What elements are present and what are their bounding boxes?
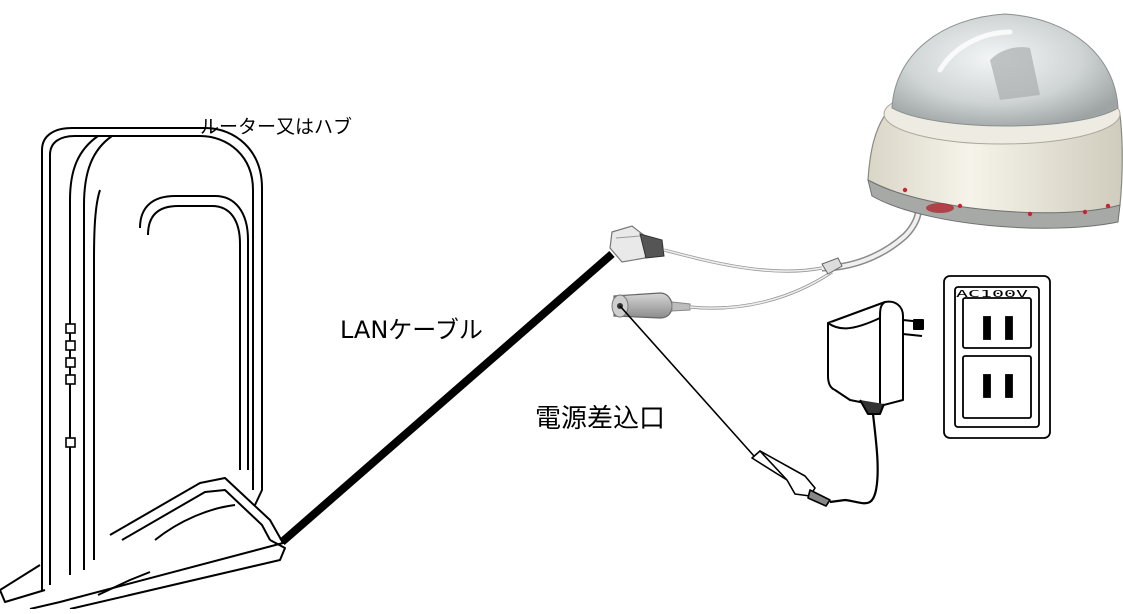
- lan-cable: [279, 250, 615, 546]
- dc-plug-illustration: [751, 450, 831, 507]
- power-inlet-pointer: [619, 305, 755, 457]
- rj45-connector: [609, 225, 665, 263]
- dome-camera-illustration: [867, 13, 1123, 229]
- camera-cables: [663, 205, 922, 310]
- wall-outlet-illustration: [943, 275, 1051, 439]
- router-status-leds: [65, 323, 76, 448]
- power-inlet-label: 電源差込口: [535, 404, 666, 434]
- lan-cable-label: LANケーブル: [340, 316, 483, 344]
- ac-adapter-illustration: [827, 300, 924, 415]
- outlet-voltage-label: AC100V: [956, 289, 1028, 300]
- router-label: ルーター又はハブ: [200, 116, 353, 138]
- adapter-cord: [829, 413, 879, 505]
- router-hub-illustration: [0, 127, 286, 610]
- dc-jack-connector: [611, 292, 691, 319]
